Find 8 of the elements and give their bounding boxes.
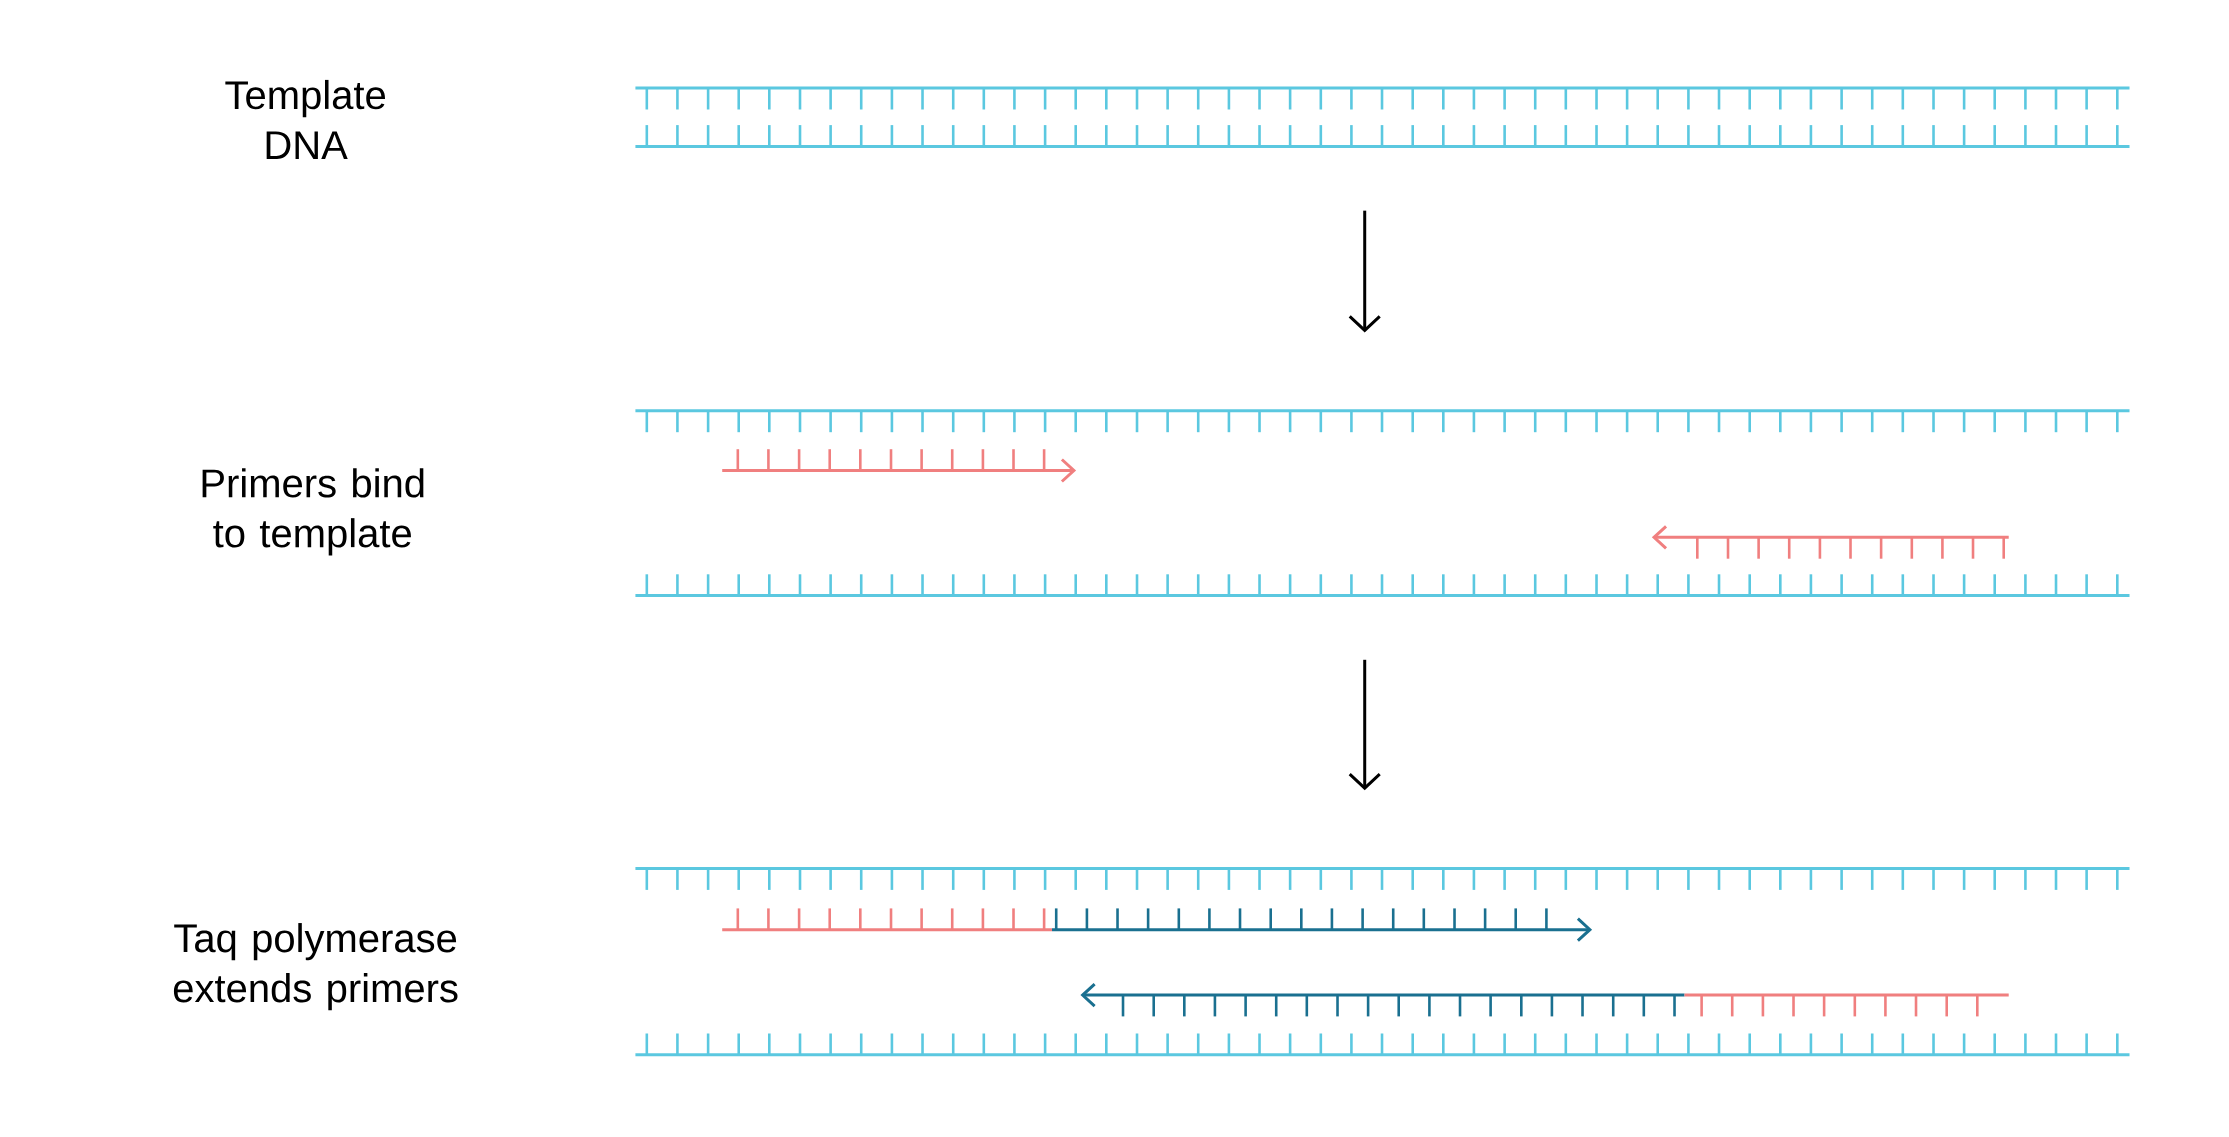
- dna-drawing: [635, 409, 2130, 598]
- stage-label: Taq polymerase extends primers: [173, 923, 458, 1011]
- dna-drawing: [635, 86, 2130, 148]
- stage-label: Template DNA: [225, 79, 385, 159]
- stage-label: Primers bind to template: [202, 468, 424, 556]
- arrow: [1348, 659, 1381, 791]
- arrow: [1348, 210, 1381, 333]
- dna-drawing: [635, 867, 2130, 1057]
